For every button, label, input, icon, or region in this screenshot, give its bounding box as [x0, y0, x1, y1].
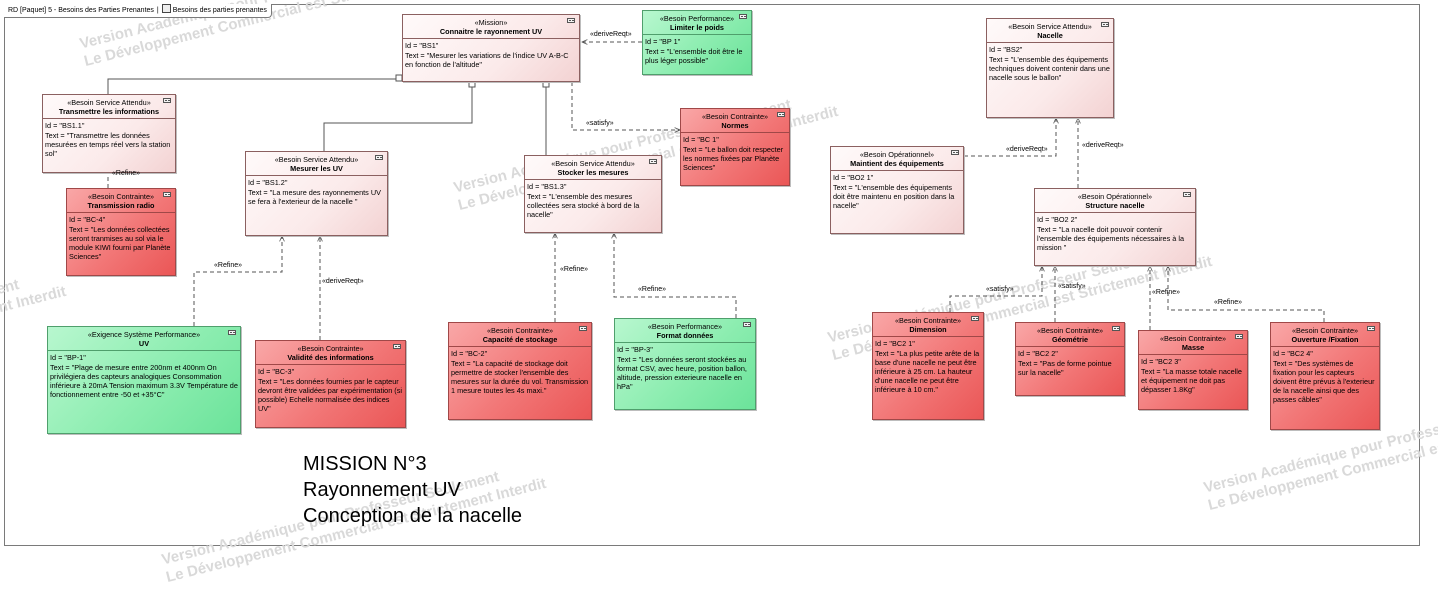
diagram-tab-name: Besoins des parties prenantes — [172, 7, 267, 14]
requirement-bs11[interactable]: «Besoin Service Attendu»Transmettre les … — [42, 94, 176, 173]
requirement-name: Maintient des équipements — [850, 159, 944, 169]
requirement-name: Limiter le poids — [670, 23, 724, 33]
requirement-name: Ouverture /Fixation — [1291, 335, 1359, 345]
requirement-icon — [1235, 334, 1243, 339]
requirement-bc22[interactable]: «Besoin Contrainte»Géométrie Id = "BC2 2… — [1015, 322, 1125, 396]
requirement-bp3[interactable]: «Besoin Performance»Format données Id = … — [614, 318, 756, 410]
relation-label: «Refine» — [1152, 289, 1181, 296]
requirement-name: Transmettre les informations — [58, 107, 160, 117]
requirement-icon — [163, 192, 171, 197]
requirement-icon — [567, 18, 575, 23]
requirement-name: Mesurer les UV — [290, 164, 343, 174]
requirement-bp1[interactable]: «Besoin Performance»Limiter le poids Id … — [642, 10, 752, 75]
requirement-icon — [777, 112, 785, 117]
requirement-bs13[interactable]: «Besoin Service Attendu»Stocker les mesu… — [524, 155, 662, 233]
diagram-tab-label: RD [Paquet] 5 - Besoins des Parties Pren… — [8, 7, 154, 14]
mission-subject: Rayonnement UV — [303, 479, 461, 501]
requirement-name: Validité des informations — [287, 353, 374, 363]
requirement-icon — [739, 14, 747, 19]
relation-label: «satisfy» — [986, 286, 1014, 293]
relation-label: «deriveReqt» — [1006, 146, 1048, 153]
requirement-icon — [1183, 192, 1191, 197]
requirement-bc4[interactable]: «Besoin Contrainte»Transmission radio Id… — [66, 188, 176, 276]
relation-label: «Refine» — [112, 170, 141, 177]
requirement-icon — [1101, 22, 1109, 27]
requirement-name: Stocker les mesures — [557, 168, 629, 178]
requirement-name: Format données — [656, 331, 714, 341]
derive-reqt-line — [964, 118, 1056, 157]
requirement-icon — [163, 98, 171, 103]
containment-line — [107, 78, 398, 94]
requirement-name: Masse — [1181, 343, 1205, 353]
satisfy-line — [571, 82, 680, 130]
requirement-icon — [1367, 326, 1375, 331]
satisfy-line — [949, 266, 1042, 312]
requirement-bc21[interactable]: «Besoin Contrainte»Dimension Id = "BC2 1… — [872, 312, 984, 420]
requirement-icon — [375, 155, 383, 160]
relation-label: «Refine» — [214, 262, 243, 269]
mission-subtitle: Conception de la nacelle — [303, 505, 523, 527]
requirement-name: Normes — [721, 121, 749, 131]
relation-label: «deriveReqt» — [1082, 142, 1124, 149]
requirement-bc23[interactable]: «Besoin Contrainte»Masse Id = "BC2 3"Tex… — [1138, 330, 1248, 410]
requirement-icon — [1112, 326, 1120, 331]
requirement-name: Dimension — [909, 325, 947, 335]
requirement-name: Capacité de stockage — [482, 335, 558, 345]
diagram-icon — [161, 4, 171, 13]
requirement-bc24[interactable]: «Besoin Contrainte»Ouverture /Fixation I… — [1270, 322, 1380, 430]
mission-number: MISSION N°3 — [303, 453, 427, 475]
refine-line — [614, 233, 737, 318]
diagram-tab[interactable]: RD [Paquet] 5 - Besoins des Parties Pren… — [4, 4, 272, 18]
requirement-bc2[interactable]: «Besoin Contrainte»Capacité de stockage … — [448, 322, 592, 420]
requirement-bc3[interactable]: «Besoin Contrainte»Validité des informat… — [255, 340, 406, 428]
requirement-icon — [579, 326, 587, 331]
requirement-name: Connaitre le rayonnement UV — [439, 27, 543, 37]
requirement-bs12[interactable]: «Besoin Service Attendu»Mesurer les UV I… — [245, 151, 388, 236]
diagram-frame — [4, 4, 1420, 546]
requirement-bp-1[interactable]: «Exigence Système Performance»UV Id = "B… — [47, 326, 241, 434]
requirement-bo22[interactable]: «Besoin Opérationnel»Structure nacelle I… — [1034, 188, 1196, 266]
requirement-bc1[interactable]: «Besoin Contrainte»Normes Id = "BC 1"Tex… — [680, 108, 790, 186]
refine-line — [193, 236, 282, 326]
requirement-bo21[interactable]: «Besoin Opérationnel»Maintient des équip… — [830, 146, 964, 234]
requirement-icon — [951, 150, 959, 155]
requirement-icon — [649, 159, 657, 164]
requirement-icon — [393, 344, 401, 349]
requirement-name: Géométrie — [1051, 335, 1089, 345]
relation-label: «Refine» — [638, 286, 667, 293]
requirement-name: Nacelle — [1037, 31, 1063, 41]
refine-line — [1168, 266, 1325, 322]
relation-label: «Refine» — [1214, 299, 1243, 306]
relation-label: «Refine» — [560, 266, 589, 273]
relation-label: «deriveReqt» — [322, 278, 364, 285]
relation-label: «deriveReqt» — [590, 31, 632, 38]
requirement-name: Transmission radio — [87, 201, 155, 211]
relation-label: «satisfy» — [586, 120, 614, 127]
requirement-name: Structure nacelle — [1085, 201, 1145, 211]
mission-note: MISSION N°3 Rayonnement UV Conception de… — [303, 451, 522, 529]
containment-line — [323, 82, 473, 151]
requirement-icon — [971, 316, 979, 321]
requirement-icon — [228, 330, 236, 335]
requirement-icon — [743, 322, 751, 327]
requirement-bs2[interactable]: «Besoin Service Attendu»Nacelle Id = "BS… — [986, 18, 1114, 118]
relation-label: «satisfy» — [1058, 283, 1086, 290]
requirement-bs1[interactable]: «Mission»Connaitre le rayonnement UV Id … — [402, 14, 580, 82]
requirement-name: UV — [138, 339, 150, 349]
